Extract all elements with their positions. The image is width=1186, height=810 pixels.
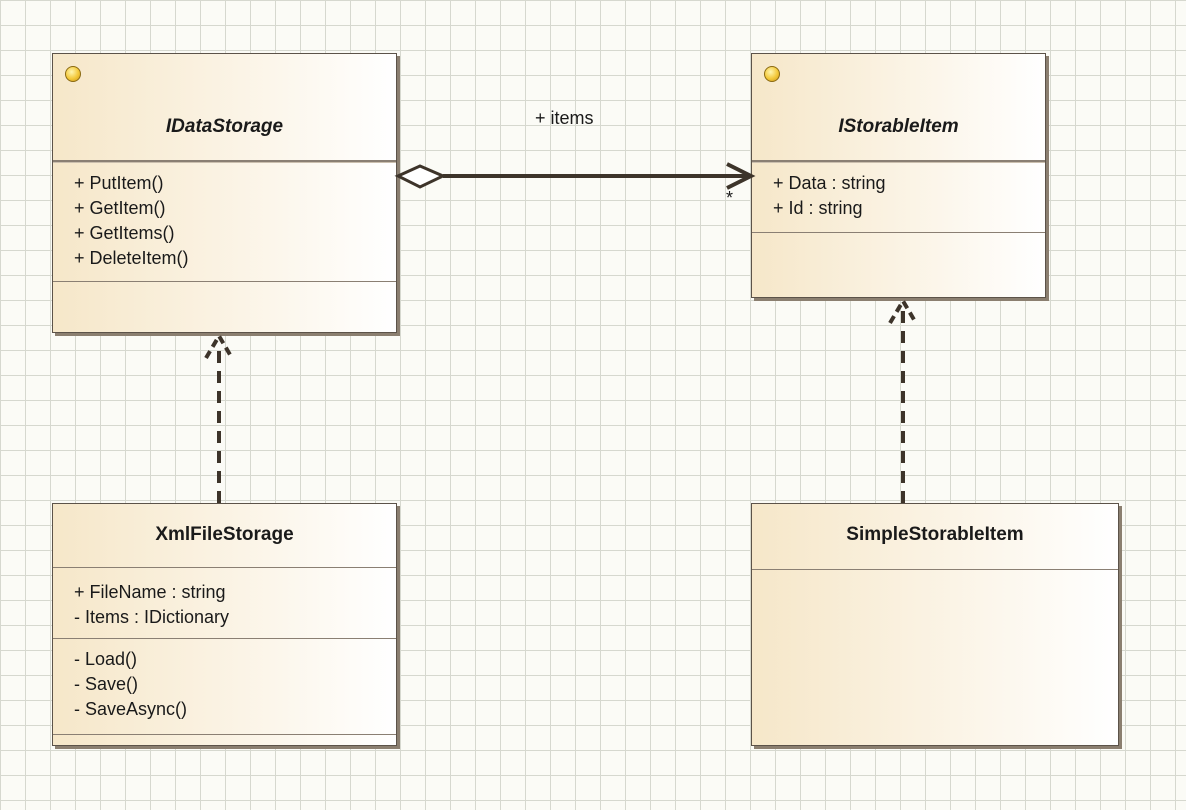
class-header: SimpleStorableItem: [752, 504, 1118, 569]
attribute: + Id : string: [773, 198, 863, 218]
arrowhead-icon: [726, 162, 756, 190]
interface-icon: [764, 66, 780, 82]
realization-edge-simplestorableitem[interactable]: [888, 297, 918, 503]
class-name: XmlFileStorage: [155, 524, 294, 545]
compartment-separator: [752, 569, 1118, 570]
attribute: - Items : IDictionary: [74, 607, 230, 627]
multiplicity-label: *: [726, 188, 734, 208]
class-idatastorage[interactable]: IDataStorage + PutItem() + GetItem() + G…: [52, 53, 397, 333]
class-simplestorableitem[interactable]: SimpleStorableItem: [751, 503, 1119, 746]
class-header: IStorableItem: [752, 54, 1045, 160]
attributes-compartment: + FileName : string - Items : IDictionar…: [53, 568, 396, 638]
operation: - SaveAsync(): [74, 699, 188, 719]
attributes-compartment: + Data : string + Id : string: [752, 163, 1045, 232]
compartment-separator: [53, 160, 396, 163]
compartment-separator: [53, 281, 396, 282]
operation: - Load(): [74, 649, 138, 669]
hollow-arrowhead-icon: [888, 297, 918, 325]
attribute: + FileName : string: [74, 582, 226, 602]
operations-compartment: + PutItem() + GetItem() + GetItems() + D…: [53, 163, 396, 281]
aggregation-edge[interactable]: [394, 162, 756, 190]
operations-compartment: - Load() - Save() - SaveAsync(): [53, 639, 396, 734]
compartment-separator: [53, 638, 396, 639]
class-istorableitem[interactable]: IStorableItem + Data : string + Id : str…: [751, 53, 1046, 298]
operation: + PutItem(): [74, 173, 164, 193]
aggregation-diamond-icon: [394, 164, 447, 189]
class-header: XmlFileStorage: [53, 504, 396, 567]
hollow-arrowhead-icon: [204, 332, 234, 360]
compartment-separator: [752, 232, 1045, 233]
realization-edge-xmlfilestorage[interactable]: [204, 332, 234, 503]
class-name: SimpleStorableItem: [846, 524, 1024, 545]
operation: - Save(): [74, 674, 139, 694]
compartment-separator: [53, 734, 396, 735]
attribute: + Data : string: [773, 173, 886, 193]
operation: + GetItems(): [74, 223, 175, 243]
association-role-label: + items: [535, 108, 594, 128]
interface-icon: [65, 66, 81, 82]
compartment-separator: [53, 567, 396, 568]
operation: + DeleteItem(): [74, 248, 189, 268]
operation: + GetItem(): [74, 198, 166, 218]
class-header: IDataStorage: [53, 54, 396, 160]
class-xmlfilestorage[interactable]: XmlFileStorage + FileName : string - Ite…: [52, 503, 397, 746]
compartment-separator: [752, 160, 1045, 163]
class-name: IDataStorage: [165, 116, 284, 137]
class-name: IStorableItem: [838, 116, 959, 137]
